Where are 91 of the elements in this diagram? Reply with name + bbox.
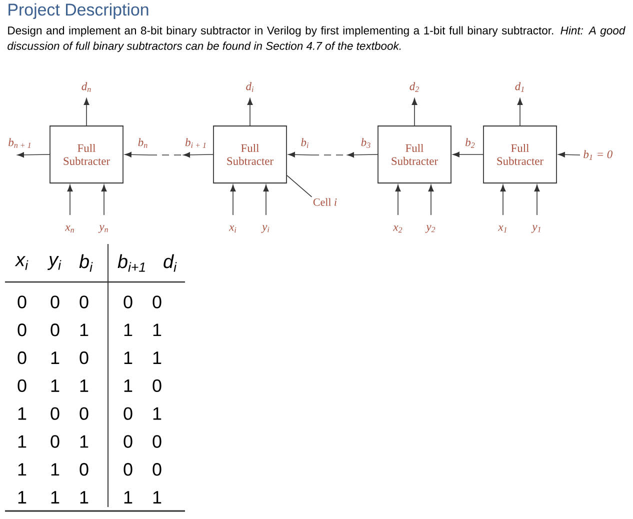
leader-line [286,175,312,198]
arrow [428,184,434,216]
signal-label: y$_{1}$ [531,225,540,233]
arrow [101,184,107,216]
signal-label: b$_{n}$ [138,138,148,148]
subtractor-box: Full Subtracter [378,126,452,184]
arrow [288,152,312,158]
subtractor-box: Full Subtracter [50,126,124,184]
table-value: 0 [124,463,132,476]
table-value: 1 [80,380,88,392]
table-value: 1 [18,463,26,476]
table-value: 1 [153,324,162,336]
table-value: 1 [51,463,60,476]
table-value: 0 [18,379,26,392]
arrow [500,184,506,216]
table-value: 0 [80,351,88,364]
table-value: 1 [80,324,88,336]
signal-label: b$_{i + 1}$ [185,138,206,148]
paragraph: Design and implement an 8-bit binary subtractor in Verilog by first implementing a 1-bit full binary subtractor. Hint: A good discussion of full binary subtractors can be found in Section 4.7 of the textbook. [8,26,626,52]
table-value: 0 [152,463,162,476]
arrow [247,98,253,126]
table-value: 0 [50,407,60,420]
table-value: 1 [124,324,132,336]
signal-label: b$_{3}$ [361,138,370,148]
table-value: 0 [18,296,26,308]
table-value: 1 [124,380,132,392]
subtractor-box: Full Subtracter [483,126,557,184]
signal-label: x$_{2}$ [393,225,402,233]
table-value: 0 [18,324,26,336]
cell-label: Cell i [313,198,337,206]
table-value: 0 [80,463,88,476]
column-header: b$_{i}$ [79,254,93,272]
arrow [230,184,236,216]
table-value: 0 [80,296,88,308]
arrow [67,184,73,216]
table-value: 0 [152,435,162,448]
table-value: 1 [153,491,162,504]
table-value: 0 [50,296,60,308]
arrow [517,98,523,126]
table-value: 0 [50,435,60,448]
arrow [412,98,418,126]
column-header: x$_{i}$ [14,256,28,270]
arrow [534,184,540,216]
table-value: 1 [51,380,60,392]
table-value: 1 [80,491,88,504]
table-value: 0 [18,351,26,364]
arrow [452,152,484,158]
table-value: 1 [124,491,132,504]
heading: Project Description [8,3,148,19]
arrow [183,152,214,158]
column-header: d$_{i}$ [164,254,177,272]
subtractor-box: Full Subtracter [213,126,287,184]
signal-label: d$_{i}$ [246,82,254,92]
table-value: 1 [153,407,162,420]
signal-label: d$_{n}$ [82,82,91,92]
table-value: 1 [18,407,26,420]
arrow [395,184,401,216]
signal-label: y$_{2}$ [425,225,436,233]
table-value: 1 [18,491,26,504]
table-value: 0 [124,407,132,420]
signal-label: b$_{1}$ = 0 [584,150,612,160]
arrow [17,152,50,158]
signal-label: b$_{2}$ [466,138,475,148]
signal-label: x$_{i}$ [228,225,236,233]
table-value: 1 [153,352,162,364]
table-value: 0 [124,296,132,308]
arrow [558,152,580,158]
signal-label: y$_{n}$ [98,225,108,233]
signal-label: y$_{i}$ [261,225,270,233]
arrow [263,184,269,216]
column-header: b$_{i+1}$ [118,254,145,272]
table-value: 0 [50,324,60,336]
signal-label: x$_{1}$ [498,225,506,233]
table-value: 0 [152,379,162,392]
column-header: y$_{i}$ [47,256,62,270]
table-value: 0 [80,407,88,420]
signal-label: x$_{n}$ [65,225,74,233]
signal-label: b$_{n + 1}$ [8,138,30,148]
table-value: 1 [51,352,60,364]
signal-label: b$_{i}$ [301,138,308,148]
signal-label: d$_{2}$ [410,82,419,92]
table-value: 1 [51,491,60,504]
arrow [124,152,150,158]
arrow [84,98,90,126]
table-value: 0 [124,435,132,448]
table-value: 1 [18,435,26,448]
table-value: 1 [124,352,132,364]
table-value: 1 [80,435,88,448]
table-value: 0 [152,296,162,308]
signal-label: d$_{1}$ [515,82,524,92]
arrow [347,152,378,158]
